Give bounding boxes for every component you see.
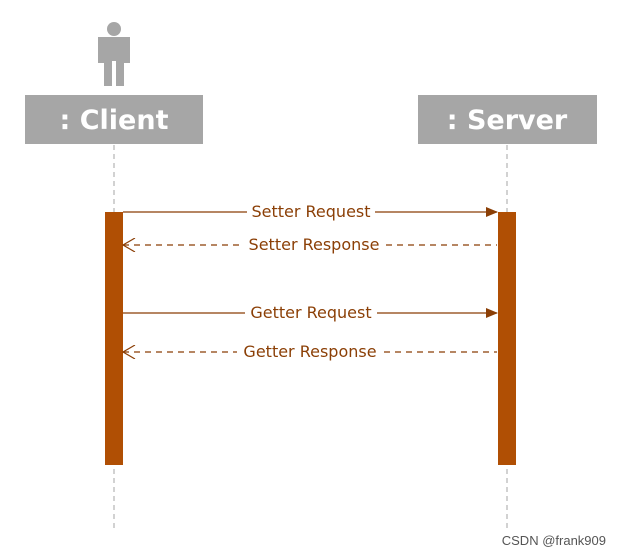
activation-bar-client	[105, 212, 123, 465]
message-label: Getter Request	[250, 303, 371, 322]
message-setter-request: Setter Request	[123, 202, 498, 221]
message-label: Setter Request	[251, 202, 370, 221]
message-getter-response: Getter Response	[123, 342, 497, 361]
participant-client: : Client	[25, 95, 203, 144]
participant-server: : Server	[418, 95, 597, 144]
message-label: Setter Response	[249, 235, 380, 254]
watermark-text: CSDN @frank909	[502, 533, 606, 548]
participant-client-label: : Client	[60, 105, 169, 136]
activation-bar-server	[498, 212, 516, 465]
participant-server-label: : Server	[447, 105, 568, 136]
message-getter-request: Getter Request	[123, 303, 498, 322]
message-label: Getter Response	[243, 342, 376, 361]
actor-icon	[98, 22, 130, 86]
message-setter-response: Setter Response	[123, 235, 497, 254]
